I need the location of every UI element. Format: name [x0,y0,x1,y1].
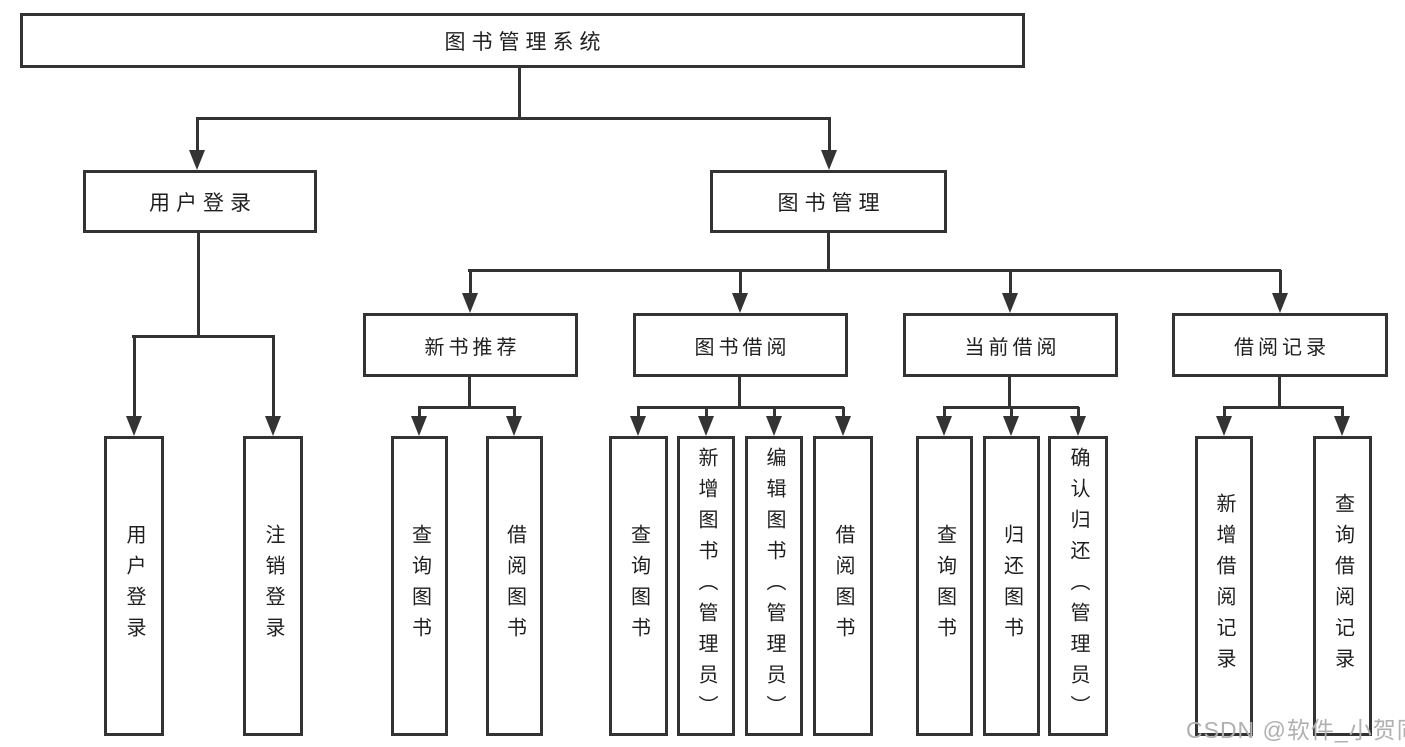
connector-borrowrecord-rail [1223,406,1344,409]
node-book-borrow-label: 图书借阅 [694,336,791,359]
leaf-edit-books-admin-label: 编辑图书（管理员） [763,446,785,726]
arrow-to-leaf-borrow-books-2 [835,407,851,436]
node-root-label: 图书管理系统 [444,30,607,54]
arrow-to-leaf-user-login [126,336,142,436]
arrow-to-leaf-return-books [1003,407,1019,436]
arrow-to-leaf-confirm-return [1070,407,1086,436]
node-book-borrow: 图书借阅 [633,313,848,377]
connector-newbook-stem [468,377,471,407]
leaf-edit-books-admin: 编辑图书（管理员） [745,436,803,736]
arrow-to-book-borrow [732,270,748,313]
leaf-borrow-books-1-label: 借阅图书 [503,524,526,648]
connector-bookborrow-rail [637,406,844,409]
node-book-management-label: 图书管理 [777,191,886,215]
leaf-add-borrow-record-label: 新增借阅记录 [1213,493,1235,679]
leaf-return-books: 归还图书 [983,436,1040,736]
node-borrow-record-label: 借阅记录 [1234,336,1330,359]
node-user-login-label: 用户登录 [149,191,257,215]
arrow-to-leaf-add-books-admin [698,407,714,436]
leaf-user-login-label: 用户登录 [123,524,145,648]
leaf-query-books-3-label: 查询图书 [933,524,956,648]
node-borrow-record: 借阅记录 [1172,313,1388,377]
leaf-query-books-3: 查询图书 [916,436,973,736]
arrow-to-leaf-borrow-books-1 [506,407,522,436]
leaf-query-books-2: 查询图书 [609,436,668,736]
connector-root-rail [196,117,831,120]
arrow-to-current-borrow [1002,270,1018,313]
arrow-to-borrow-record [1272,270,1288,313]
arrow-to-leaf-query-books-1 [411,407,427,436]
node-current-borrow: 当前借阅 [903,313,1118,377]
leaf-query-borrow-record: 查询借阅记录 [1313,436,1372,736]
leaf-query-borrow-record-label: 查询借阅记录 [1331,493,1354,679]
csdn-watermark: CSDN @软件_小贺同学 [1186,717,1405,743]
leaf-logout-label: 注销登录 [262,524,284,648]
leaf-confirm-return-admin: 确认归还（管理员） [1048,436,1108,736]
leaf-query-books-1-label: 查询图书 [408,524,431,648]
connector-root-stem [518,68,521,118]
arrow-to-leaf-query-borrow-record [1334,407,1350,436]
leaf-add-borrow-record: 新增借阅记录 [1195,436,1253,736]
node-current-borrow-label: 当前借阅 [964,336,1061,359]
arrow-to-leaf-query-books-2 [630,407,646,436]
node-user-login: 用户登录 [83,170,317,233]
arrow-to-leaf-edit-books-admin [766,407,782,436]
node-new-book-recommend: 新书推荐 [363,313,578,377]
connector-borrowrecord-stem [1278,377,1281,407]
arrow-to-user-login [189,118,205,170]
connector-newbook-rail [418,406,516,409]
connector-bookmgmt-stem [827,233,830,270]
arrow-to-new-book-recommend [462,270,478,313]
leaf-confirm-return-admin-label: 确认归还（管理员） [1067,446,1089,726]
connector-userlogin-stem [197,233,200,336]
arrow-to-book-management [821,118,837,170]
leaf-borrow-books-2: 借阅图书 [813,436,873,736]
leaf-add-books-admin-label: 新增图书（管理员） [695,446,717,726]
connector-userlogin-rail [132,335,275,338]
node-book-management: 图书管理 [710,170,947,233]
node-root: 图书管理系统 [20,13,1025,68]
connector-bookborrow-stem [738,377,741,407]
leaf-user-login: 用户登录 [104,436,164,736]
leaf-query-books-2-label: 查询图书 [627,524,650,648]
arrow-to-leaf-logout [265,336,281,436]
connector-currentborrow-stem [1008,377,1011,407]
leaf-logout: 注销登录 [243,436,303,736]
node-new-book-recommend-label: 新书推荐 [424,336,521,359]
arrow-to-leaf-add-borrow-record [1216,407,1232,436]
leaf-return-books-label: 归还图书 [1000,524,1023,648]
leaf-borrow-books-1: 借阅图书 [486,436,543,736]
leaf-borrow-books-2-label: 借阅图书 [832,524,854,648]
connector-bookmgmt-rail [468,269,1281,272]
leaf-add-books-admin: 新增图书（管理员） [677,436,735,736]
arrow-to-leaf-query-books-3 [936,407,952,436]
leaf-query-books-1: 查询图书 [391,436,448,736]
